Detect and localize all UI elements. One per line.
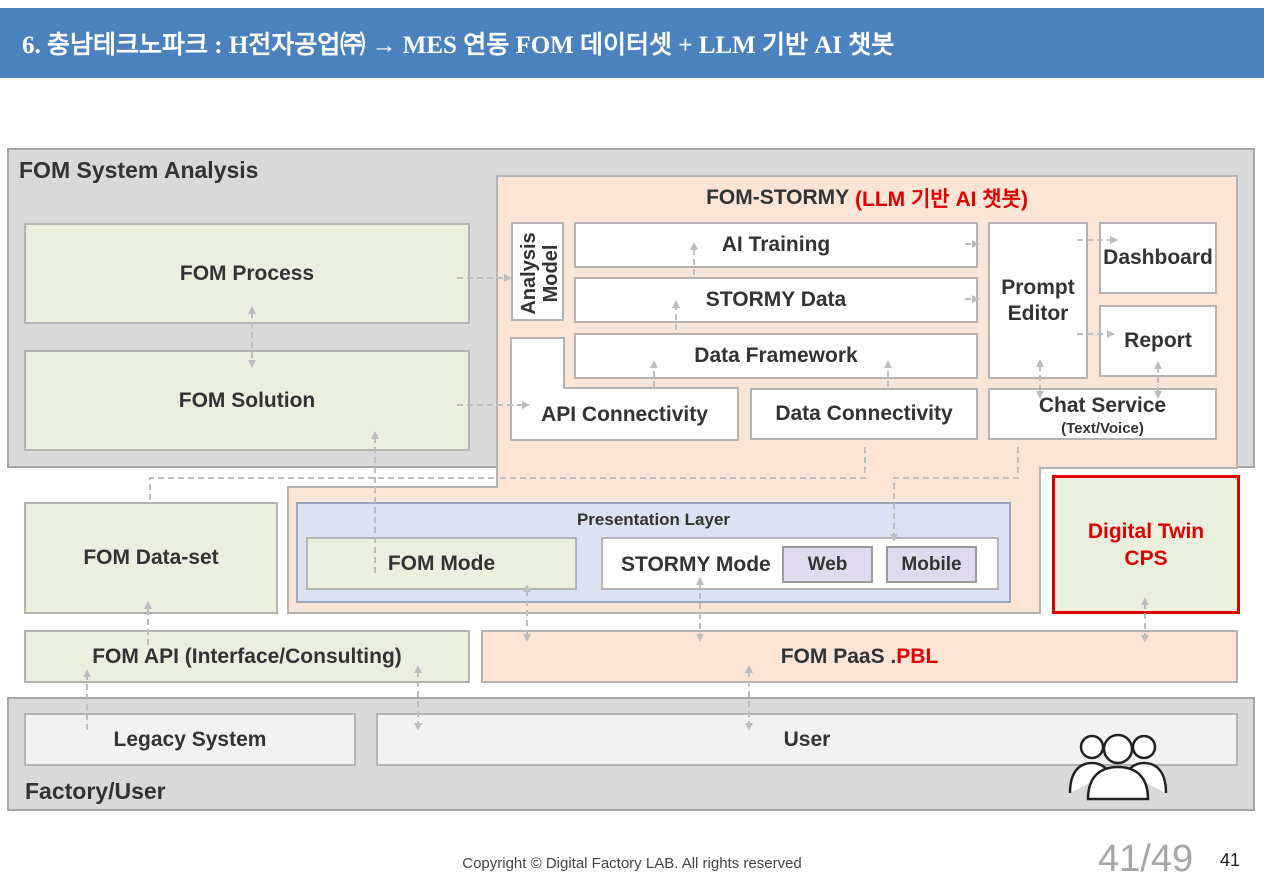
- fom-api-box: FOM API (Interface/Consulting): [24, 630, 470, 683]
- fom-solution-box: FOM Solution: [24, 350, 470, 451]
- chat-service-label: Chat Service: [1038, 394, 1167, 417]
- users-group-icon: [1068, 733, 1168, 801]
- prompt-editor-box: Prompt Editor: [988, 222, 1088, 379]
- fom-paas-box: FOM PaaS . PBL: [481, 630, 1238, 683]
- page-title-text: 6. 충남테크노파크 : H전자공업㈜ → MES 연동 FOM 데이터셋 + …: [22, 32, 895, 59]
- page-title: 6. 충남테크노파크 : H전자공업㈜ → MES 연동 FOM 데이터셋 + …: [0, 8, 1264, 78]
- digital-twin-line1: Digital Twin: [1087, 519, 1205, 543]
- dashboard-box: Dashboard: [1099, 222, 1217, 294]
- factory-user-title: Factory/User: [25, 778, 166, 804]
- digital-twin-box: Digital Twin CPS: [1052, 475, 1240, 614]
- fom-stormy-title: FOM-STORMY (LLM 기반 AI 챗봇): [706, 186, 1028, 211]
- fom-paas-label: FOM PaaS .: [780, 644, 897, 668]
- analysis-model-box: Analysis Model: [511, 222, 564, 321]
- data-connectivity-box: Data Connectivity: [750, 388, 978, 440]
- mobile-box: Mobile: [886, 546, 977, 583]
- ai-training-box: AI Training: [574, 222, 978, 268]
- presentation-layer-title: Presentation Layer: [576, 510, 731, 529]
- fom-system-analysis-title: FOM System Analysis: [19, 157, 259, 183]
- data-framework-box: Data Framework: [574, 333, 978, 379]
- report-box: Report: [1099, 305, 1217, 377]
- api-connectivity-box: API Connectivity: [541, 403, 708, 426]
- fom-mode-box: FOM Mode: [306, 537, 577, 590]
- chat-service-box: Chat Service (Text/Voice): [988, 388, 1217, 440]
- stormy-data-box: STORMY Data: [574, 277, 978, 323]
- stormy-mode-label: STORMY Mode: [621, 553, 771, 576]
- digital-twin-line2: CPS: [1124, 546, 1168, 570]
- chat-service-sublabel: (Text/Voice): [1061, 419, 1144, 437]
- web-box: Web: [782, 546, 873, 583]
- legacy-system-box: Legacy System: [24, 713, 356, 766]
- pbl-label: PBL: [896, 644, 939, 668]
- copyright-text: Copyright © Digital Factory LAB. All rig…: [462, 855, 802, 872]
- page-number: 41: [1220, 850, 1241, 870]
- fom-dataset-box: FOM Data-set: [24, 502, 278, 614]
- fom-process-box: FOM Process: [24, 223, 470, 324]
- page-counter: 41/49: [1098, 838, 1194, 880]
